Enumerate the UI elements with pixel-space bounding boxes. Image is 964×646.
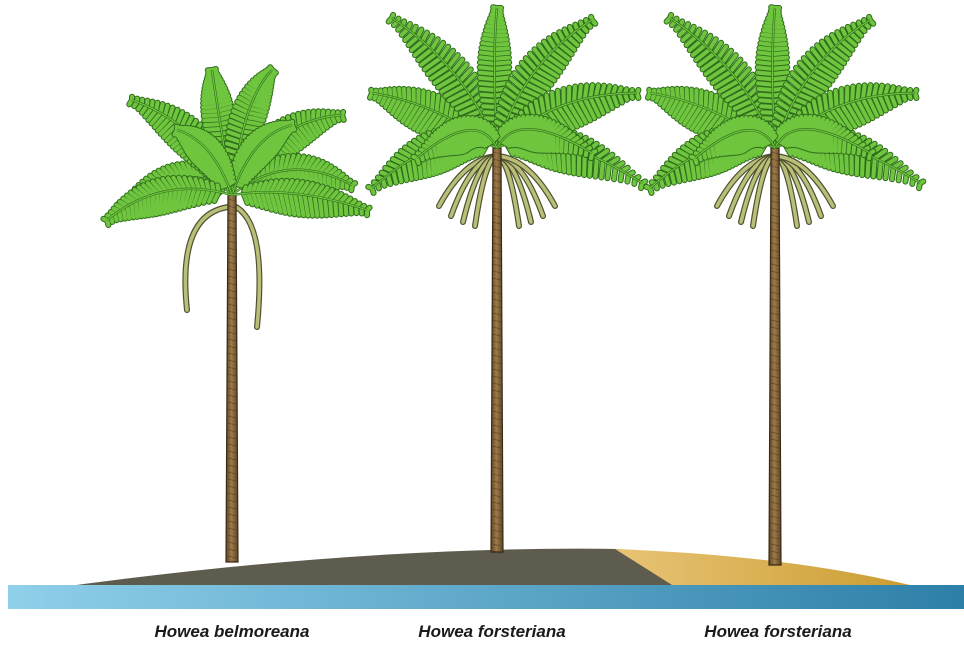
palm-tree-howea-forsteriana-1 bbox=[368, 7, 645, 553]
palm-tree-howea-forsteriana-2 bbox=[646, 7, 923, 565]
species-label-3: Howea forsteriana bbox=[704, 622, 851, 642]
palm-tree-howea-belmoreana bbox=[103, 67, 369, 562]
water bbox=[8, 585, 964, 609]
island-ground bbox=[40, 549, 930, 590]
species-label-1: Howea belmoreana bbox=[155, 622, 310, 642]
dark-soil bbox=[40, 549, 690, 590]
species-label-2: Howea forsteriana bbox=[418, 622, 565, 642]
